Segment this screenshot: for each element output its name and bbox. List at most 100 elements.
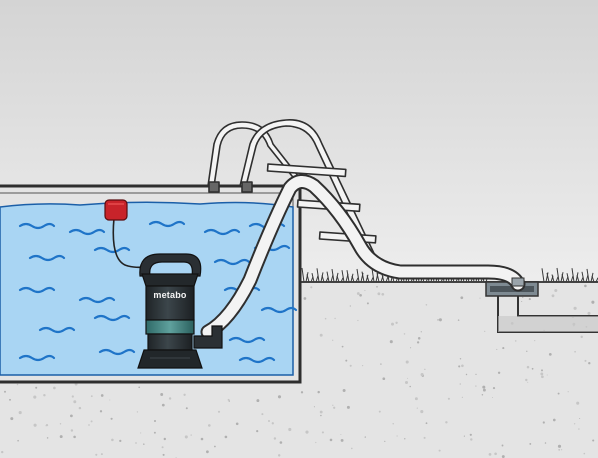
ground-speckle bbox=[416, 341, 420, 344]
ground-speckle bbox=[261, 413, 264, 416]
ground-speckle bbox=[482, 385, 486, 389]
ground-speckle bbox=[567, 391, 569, 393]
grass-blade bbox=[311, 272, 319, 283]
ground-speckle bbox=[529, 442, 532, 445]
ground-speckle bbox=[59, 422, 62, 425]
ground-speckle bbox=[404, 380, 409, 385]
ground-speckle bbox=[190, 434, 192, 436]
ground-speckle bbox=[160, 393, 164, 396]
ground-speckle bbox=[361, 364, 364, 367]
ground-speckle bbox=[479, 297, 481, 299]
ground-speckle bbox=[305, 430, 309, 434]
ground-speckle bbox=[332, 404, 334, 406]
water-wave bbox=[93, 246, 131, 254]
grass-blade bbox=[351, 275, 359, 283]
ground-speckle bbox=[404, 438, 406, 440]
ground-speckle bbox=[392, 422, 394, 425]
ground-speckle bbox=[366, 302, 369, 305]
ground-speckle bbox=[1, 450, 4, 454]
ground-speckle bbox=[437, 319, 439, 321]
ground-speckle bbox=[546, 374, 548, 376]
water-wave bbox=[148, 220, 186, 228]
ground-speckle bbox=[279, 441, 283, 444]
ground-speckle bbox=[341, 345, 344, 348]
grass-blade bbox=[576, 275, 584, 283]
ground-speckle bbox=[592, 439, 595, 442]
water-waves bbox=[18, 220, 298, 364]
ground-speckle bbox=[420, 410, 424, 414]
ground-speckle bbox=[78, 406, 82, 410]
ground-speckle bbox=[484, 330, 486, 333]
water-wave bbox=[228, 336, 266, 344]
ground-speckle bbox=[99, 410, 103, 413]
ground-speckle bbox=[59, 435, 63, 439]
ground-speckle bbox=[457, 319, 460, 321]
ground-speckle bbox=[340, 433, 342, 436]
ground-speckle bbox=[100, 453, 103, 456]
ground-speckle bbox=[534, 340, 536, 342]
ground-speckle bbox=[135, 442, 137, 444]
ground-speckle bbox=[541, 369, 543, 372]
water-wave bbox=[68, 228, 106, 236]
ground-speckle bbox=[551, 294, 555, 298]
grass-blade bbox=[566, 273, 574, 283]
ground-speckle bbox=[161, 403, 165, 407]
ground-speckle bbox=[273, 437, 277, 440]
ground-speckle bbox=[461, 364, 464, 368]
ground-speckle bbox=[527, 381, 529, 383]
drain-icon bbox=[485, 281, 598, 333]
ground-speckle bbox=[95, 453, 98, 456]
water-wave bbox=[98, 348, 136, 356]
ground-speckle bbox=[414, 397, 418, 401]
ground-speckle bbox=[349, 364, 352, 367]
ground-speckle bbox=[317, 390, 320, 394]
ground-speckle bbox=[324, 317, 327, 320]
ground-speckle bbox=[591, 300, 595, 304]
ground-speckle bbox=[576, 401, 580, 405]
ground-speckle bbox=[425, 304, 428, 306]
water-wave bbox=[18, 286, 56, 294]
ground-speckle bbox=[573, 423, 576, 425]
ground-speckle bbox=[100, 394, 104, 397]
ground-speckle bbox=[382, 377, 386, 381]
grass-blade bbox=[366, 275, 374, 283]
ground-speckle bbox=[319, 333, 323, 337]
ground-speckle bbox=[313, 406, 315, 408]
ground-speckle bbox=[560, 449, 563, 451]
ground-speckle bbox=[574, 350, 576, 353]
ground-speckle bbox=[580, 335, 583, 339]
ground-speckle bbox=[217, 410, 221, 413]
ground-speckle bbox=[459, 383, 462, 385]
ground-speckle bbox=[395, 321, 398, 324]
ground-speckle bbox=[377, 292, 381, 296]
ground-speckle bbox=[119, 439, 122, 443]
ground-speckles bbox=[1, 284, 595, 458]
grass-icon bbox=[301, 267, 598, 283]
ground-speckle bbox=[525, 378, 528, 382]
ground-speckle bbox=[410, 347, 412, 349]
ground-speckle bbox=[213, 445, 216, 448]
pool-wall bbox=[0, 184, 302, 384]
ground-speckle bbox=[461, 396, 464, 399]
grass-blade bbox=[316, 268, 324, 283]
water-wave bbox=[38, 326, 76, 334]
ground-speckle bbox=[579, 418, 581, 419]
ground-speckle bbox=[364, 436, 366, 438]
ground-speckle bbox=[588, 362, 591, 365]
water-wave bbox=[213, 258, 251, 266]
grass-blade bbox=[346, 270, 354, 283]
ground-speckle bbox=[342, 389, 346, 392]
water-wave bbox=[260, 306, 298, 314]
ground-speckle bbox=[497, 371, 501, 374]
ground-speckle bbox=[271, 422, 274, 425]
grass-blade bbox=[301, 267, 309, 283]
ground-speckle bbox=[501, 455, 505, 458]
ground-speckle bbox=[163, 437, 166, 441]
ground-speckle bbox=[138, 386, 141, 389]
ground-speckle bbox=[488, 453, 492, 456]
ground-speckle bbox=[70, 414, 73, 418]
ground-speckle bbox=[351, 447, 353, 450]
ground-speckle bbox=[554, 288, 558, 293]
ground-speckle bbox=[4, 390, 6, 393]
ground-speckle bbox=[459, 358, 462, 360]
